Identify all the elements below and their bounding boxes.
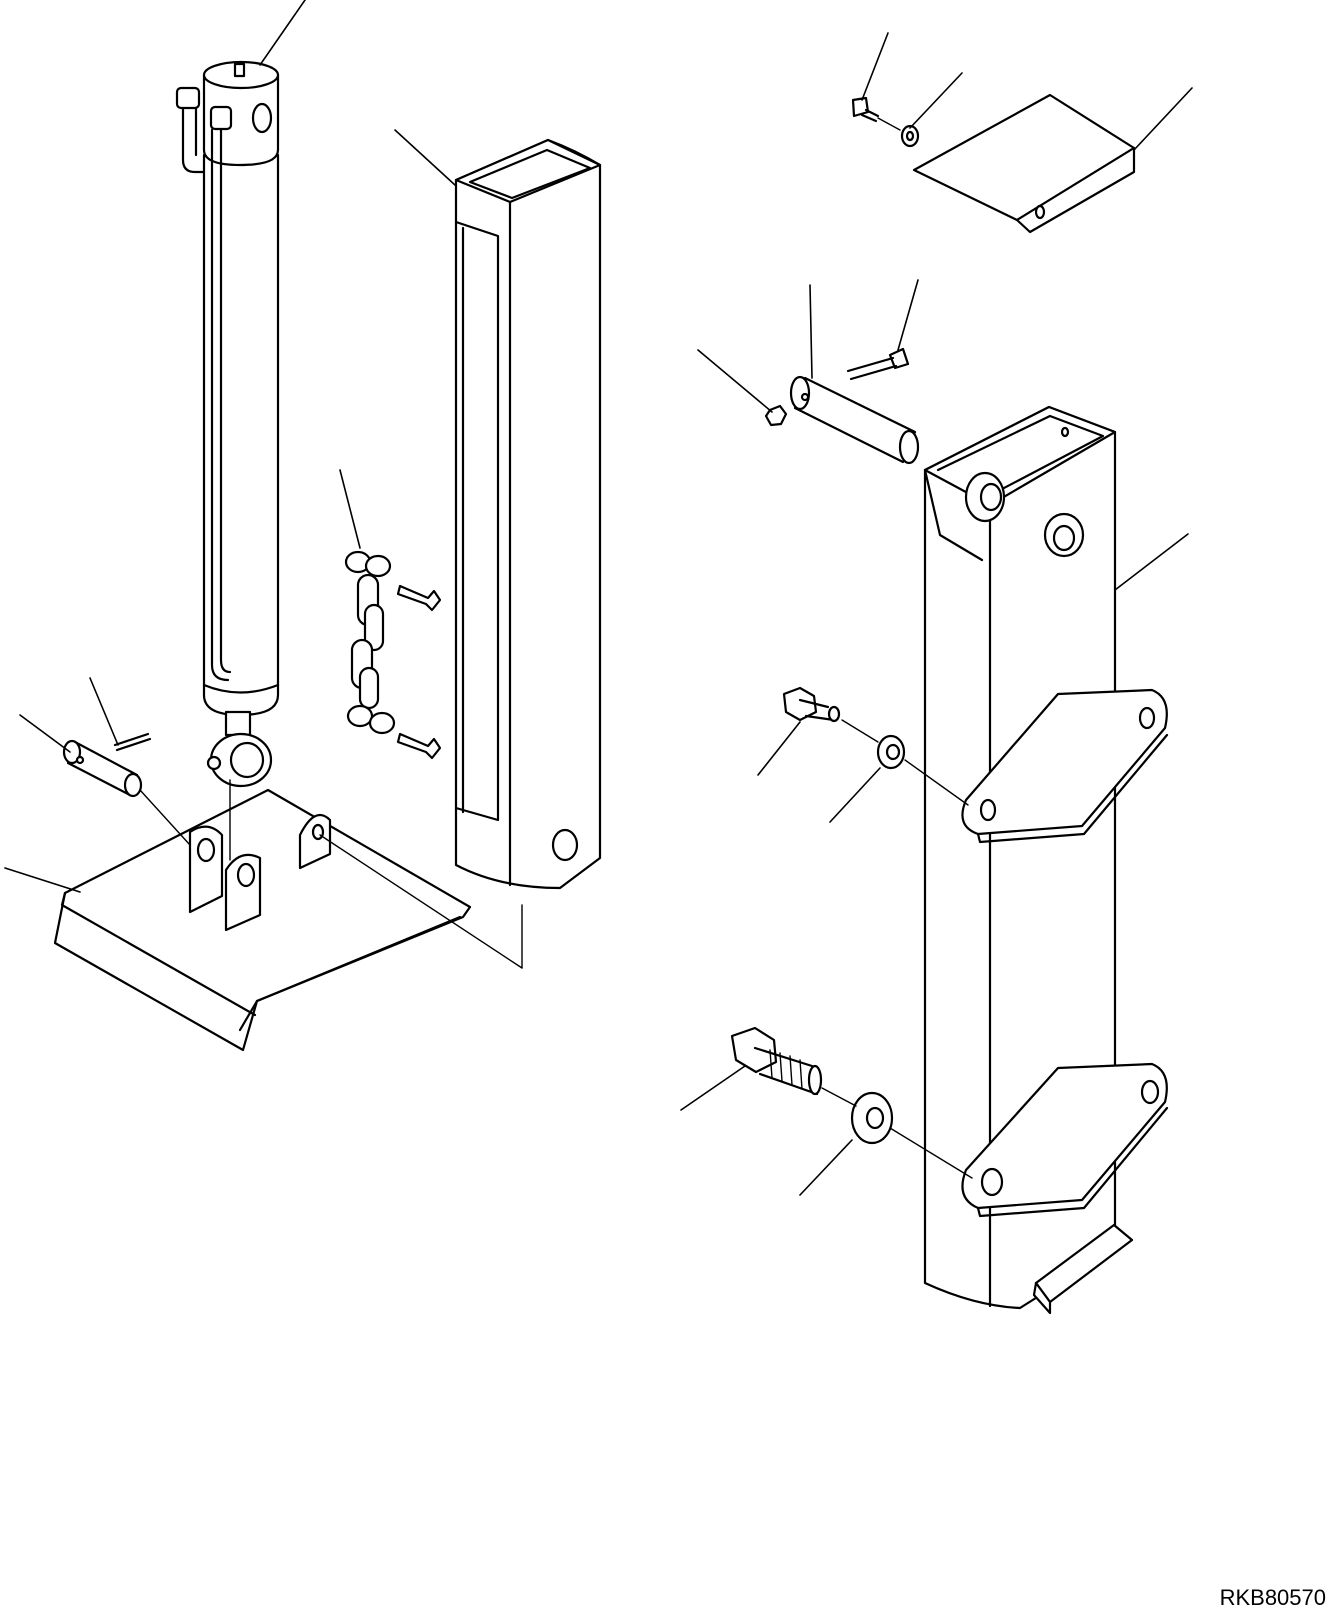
long-bolt: [846, 347, 910, 381]
support-column: [923, 405, 1169, 1315]
cover-plate: [912, 93, 1136, 234]
leader-line: [89, 677, 119, 746]
leader-line: [339, 469, 361, 549]
leader-line: [757, 721, 801, 776]
alignment-line: [821, 1087, 857, 1107]
leader-line: [19, 714, 71, 753]
leader-line: [680, 1065, 746, 1111]
leader-line: [897, 279, 919, 351]
telescopic-column: [454, 138, 602, 890]
cotter-pin: [113, 732, 152, 752]
leader-line: [809, 284, 813, 379]
small-bolt: [851, 96, 880, 123]
leader-line: [909, 72, 963, 129]
leader-line: [829, 767, 881, 823]
leader-line: [4, 867, 81, 893]
chain: [344, 550, 442, 760]
leader-line: [1114, 533, 1189, 591]
top-pin: [789, 375, 920, 465]
alignment-line: [877, 117, 901, 131]
alignment-line: [841, 719, 879, 743]
leader-line: [799, 1139, 853, 1196]
alignment-line: [889, 1127, 973, 1179]
alignment-line: [319, 834, 523, 969]
alignment-line: [904, 759, 969, 806]
leader-line: [394, 129, 456, 186]
lower-washer: [850, 1091, 894, 1145]
middle-bolt: [782, 686, 841, 723]
hydraulic-cylinder: [175, 60, 280, 788]
base-plate: [53, 788, 472, 1052]
leader-line: [259, 0, 306, 66]
alignment-line: [139, 789, 191, 846]
small-washer: [900, 124, 920, 148]
leader-line: [861, 32, 889, 101]
middle-washer: [876, 734, 906, 770]
drawing-code: RKB80570: [1219, 1585, 1326, 1610]
pin: [62, 739, 143, 798]
leader-line: [697, 349, 773, 413]
leader-line: [1133, 87, 1193, 151]
lower-bolt: [730, 1026, 823, 1096]
